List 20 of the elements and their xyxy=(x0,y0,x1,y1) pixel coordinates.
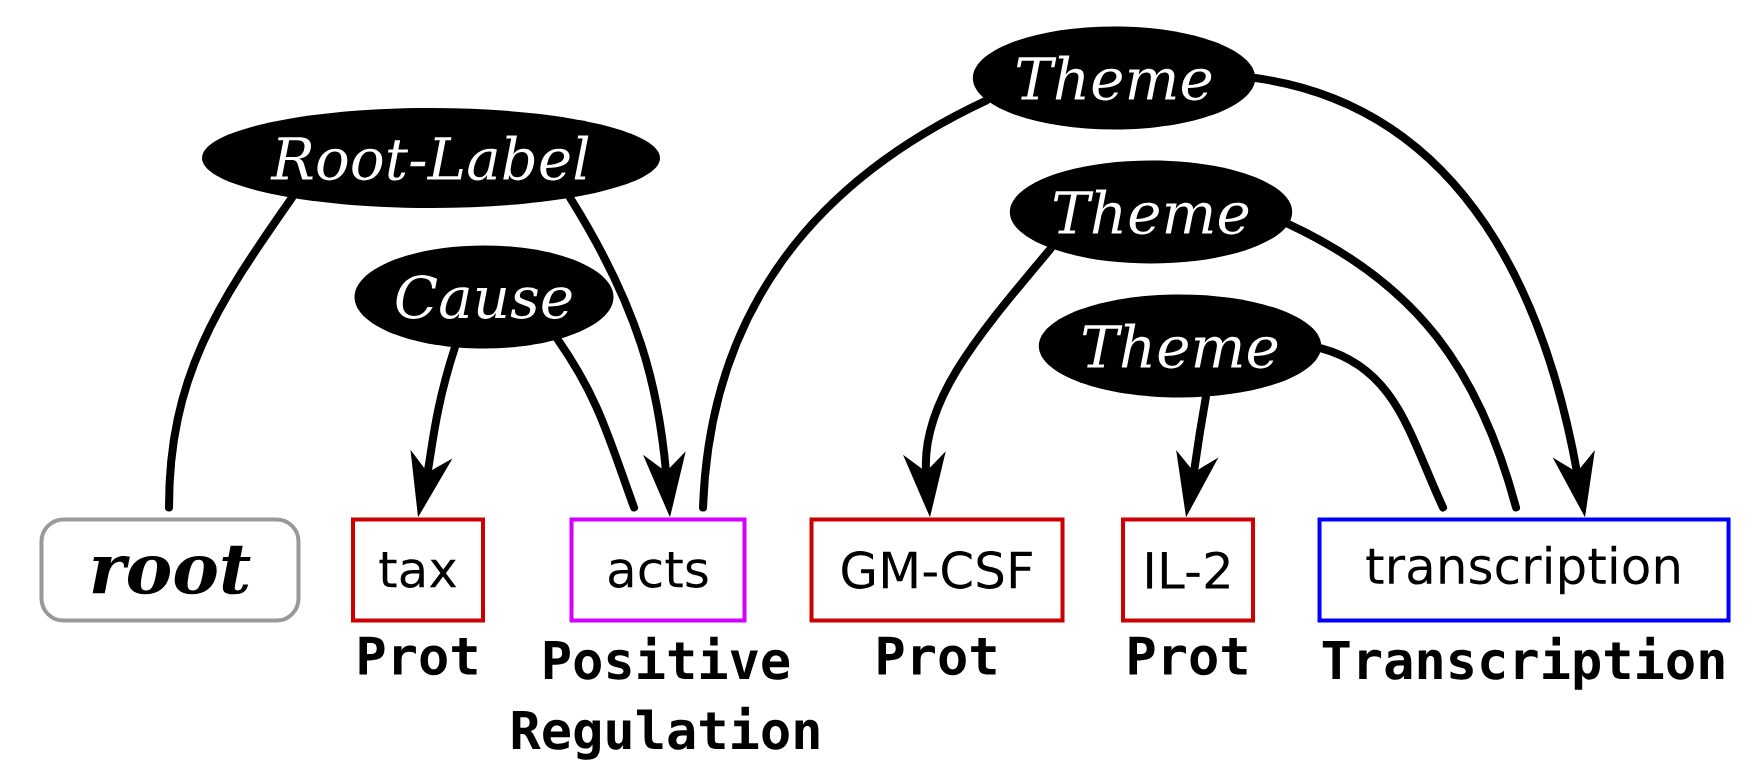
type-label: Prot xyxy=(878,636,996,676)
word-box: acts xyxy=(569,517,747,623)
label-oval: Theme xyxy=(1038,294,1322,398)
label-oval: Cause xyxy=(354,245,614,349)
type-label: Prot xyxy=(359,636,477,676)
label-oval: Theme xyxy=(972,26,1256,130)
label-oval: Theme xyxy=(1009,160,1293,264)
word-box: transcription xyxy=(1317,517,1731,623)
connector-line xyxy=(699,96,991,512)
connector-line xyxy=(1284,220,1520,512)
type-label: Transcription xyxy=(1322,636,1724,690)
type-label: Prot xyxy=(1129,636,1247,676)
word-box: IL-2 xyxy=(1121,517,1255,623)
label-oval: Root-Label xyxy=(202,108,660,208)
type-label: Positive Regulation xyxy=(512,636,819,760)
word-box: GM-CSF xyxy=(809,517,1065,623)
connector-line xyxy=(553,335,638,512)
connector-line xyxy=(1317,344,1447,512)
root-box: root xyxy=(39,517,301,623)
word-box: tax xyxy=(351,517,485,623)
